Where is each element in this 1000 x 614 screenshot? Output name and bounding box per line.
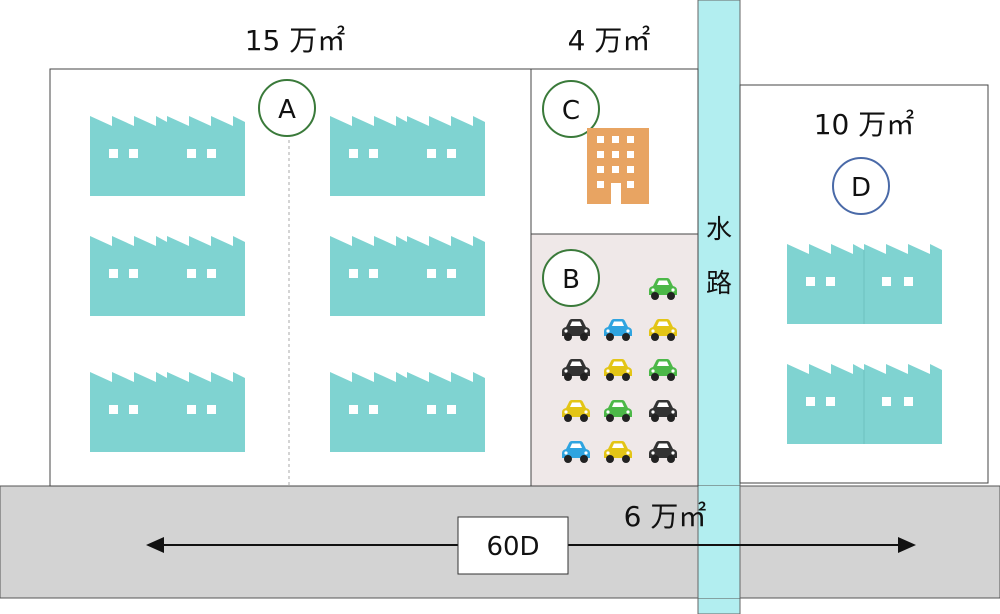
factory-icon bbox=[330, 236, 485, 316]
area-c-marker: C bbox=[542, 80, 600, 138]
area-c-size-label: 4 万㎡ bbox=[568, 24, 651, 57]
road-width-box bbox=[457, 516, 569, 575]
factory-icon bbox=[787, 243, 942, 325]
area-a-marker: A bbox=[258, 79, 316, 137]
road-area-label: 6 万㎡ bbox=[624, 500, 707, 533]
waterway-label-1: 水 bbox=[706, 215, 732, 245]
factory-icon bbox=[787, 363, 942, 445]
factory-icon bbox=[90, 372, 245, 452]
area-a-marker-label: A bbox=[278, 95, 296, 125]
factory-icon bbox=[90, 116, 245, 196]
factory-icon bbox=[90, 236, 245, 316]
road-width-label: 60D bbox=[486, 532, 539, 562]
factory-icon bbox=[330, 116, 485, 196]
area-d-marker: D bbox=[832, 157, 890, 215]
area-b-marker-label: B bbox=[562, 265, 580, 295]
area-d-marker-label: D bbox=[851, 173, 871, 203]
office-building-icon bbox=[587, 128, 649, 204]
waterway-label-2: 路 bbox=[706, 269, 732, 299]
area-c-marker-label: C bbox=[562, 96, 580, 126]
factory-icon bbox=[330, 372, 485, 452]
area-b-marker: B bbox=[542, 249, 600, 307]
area-a-size-label: 15 万㎡ bbox=[245, 24, 346, 57]
area-d-size-label: 10 万㎡ bbox=[814, 108, 915, 141]
